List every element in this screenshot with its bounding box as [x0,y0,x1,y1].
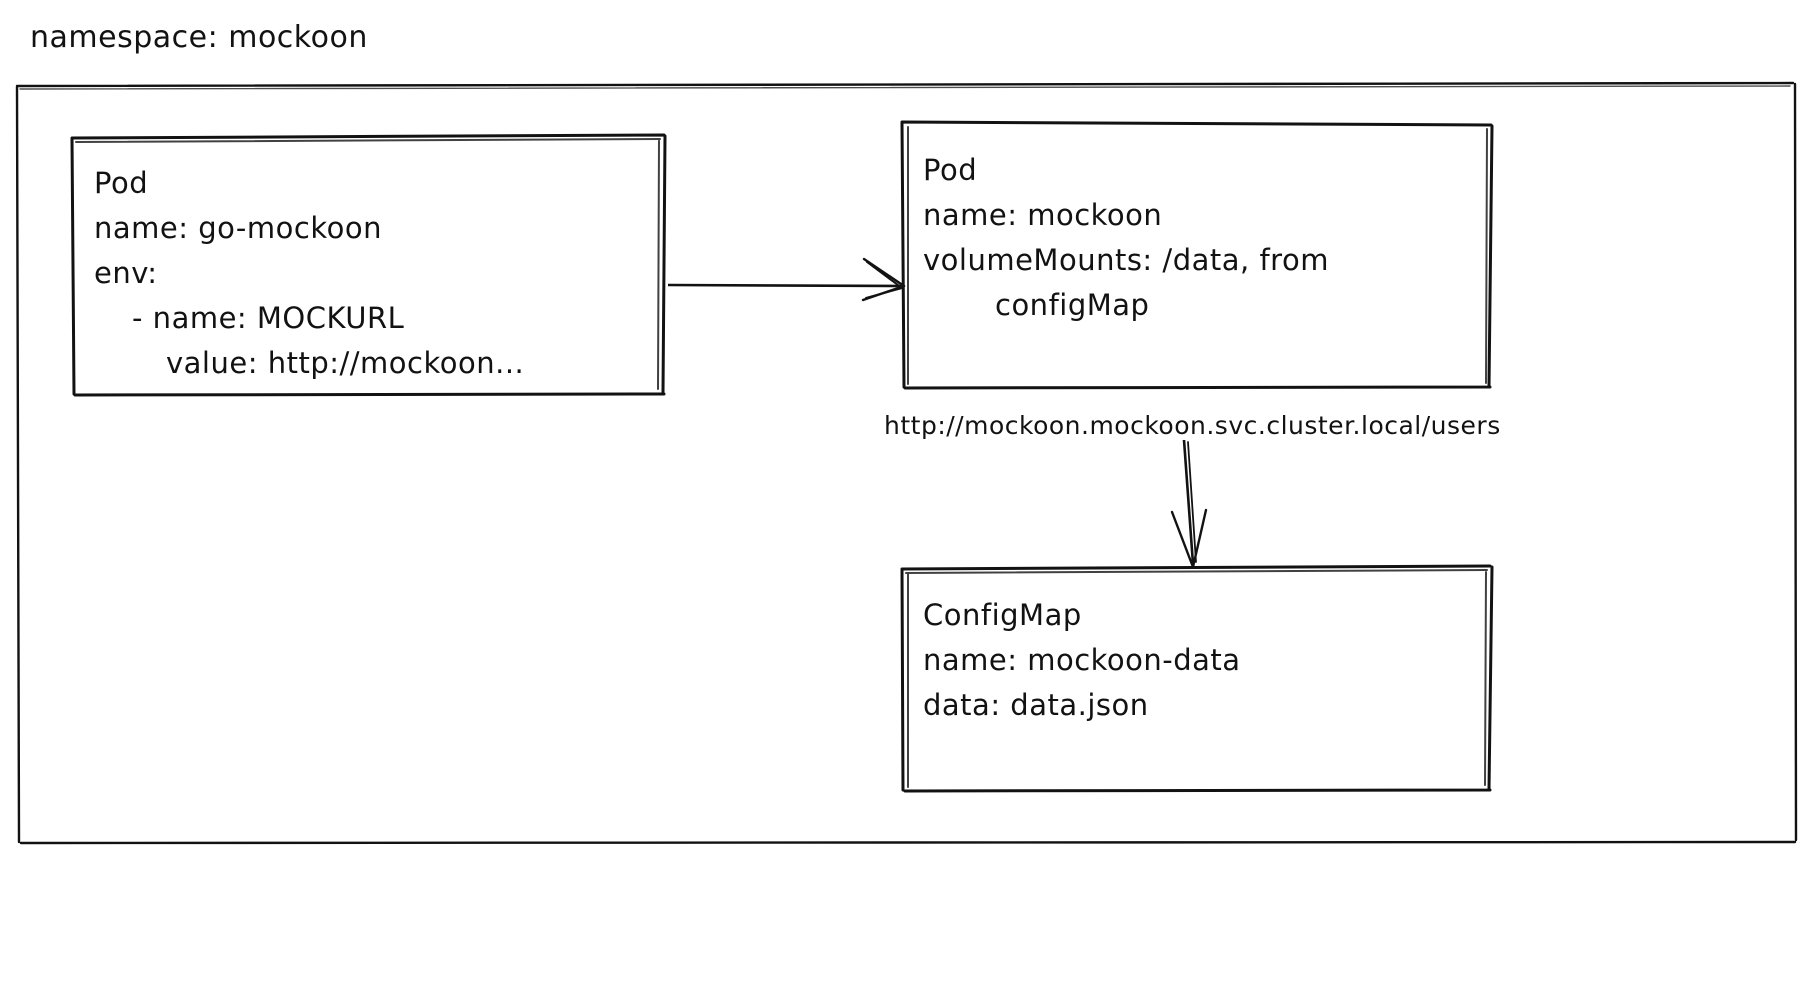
configmap-line-kind: ConfigMap [923,598,1082,632]
pod-go-mockoon-line-env: env: [94,256,158,290]
pod-mockoon-line-configmap: configMap [995,288,1150,322]
arrow-pod-to-pod-icon [666,245,908,305]
pod-go-mockoon-line-env-name: - name: MOCKURL [132,301,405,335]
service-url-label: http://mockoon.mockoon.svc.cluster.local… [884,411,1501,440]
pod-go-mockoon-line-env-value: value: http://mockoon... [166,346,525,380]
pod-mockoon-line-name: name: mockoon [923,198,1163,232]
pod-mockoon-line-kind: Pod [923,153,978,187]
configmap-node[interactable]: ConfigMap name: mockoon-data data: data.… [897,563,1494,793]
pod-mockoon-node[interactable]: Pod name: mockoon volumeMounts: /data, f… [897,118,1494,390]
pod-go-mockoon-line-name: name: go-mockoon [94,211,382,245]
configmap-line-name: name: mockoon-data [923,643,1241,677]
pod-mockoon-text: Pod name: mockoon volumeMounts: /data, f… [897,118,1494,358]
configmap-text: ConfigMap name: mockoon-data data: data.… [897,563,1494,758]
pod-go-mockoon-line-kind: Pod [94,166,149,200]
arrow-url-to-configmap-icon [1155,438,1235,570]
namespace-title: namespace: mockoon [30,20,368,55]
pod-mockoon-line-volumemounts: volumeMounts: /data, from [923,243,1329,277]
pod-go-mockoon-text: Pod name: go-mockoon env: - name: MOCKUR… [68,131,668,416]
configmap-line-data: data: data.json [923,688,1149,722]
namespace-container-box [14,80,1798,845]
pod-go-mockoon-node[interactable]: Pod name: go-mockoon env: - name: MOCKUR… [68,131,668,397]
